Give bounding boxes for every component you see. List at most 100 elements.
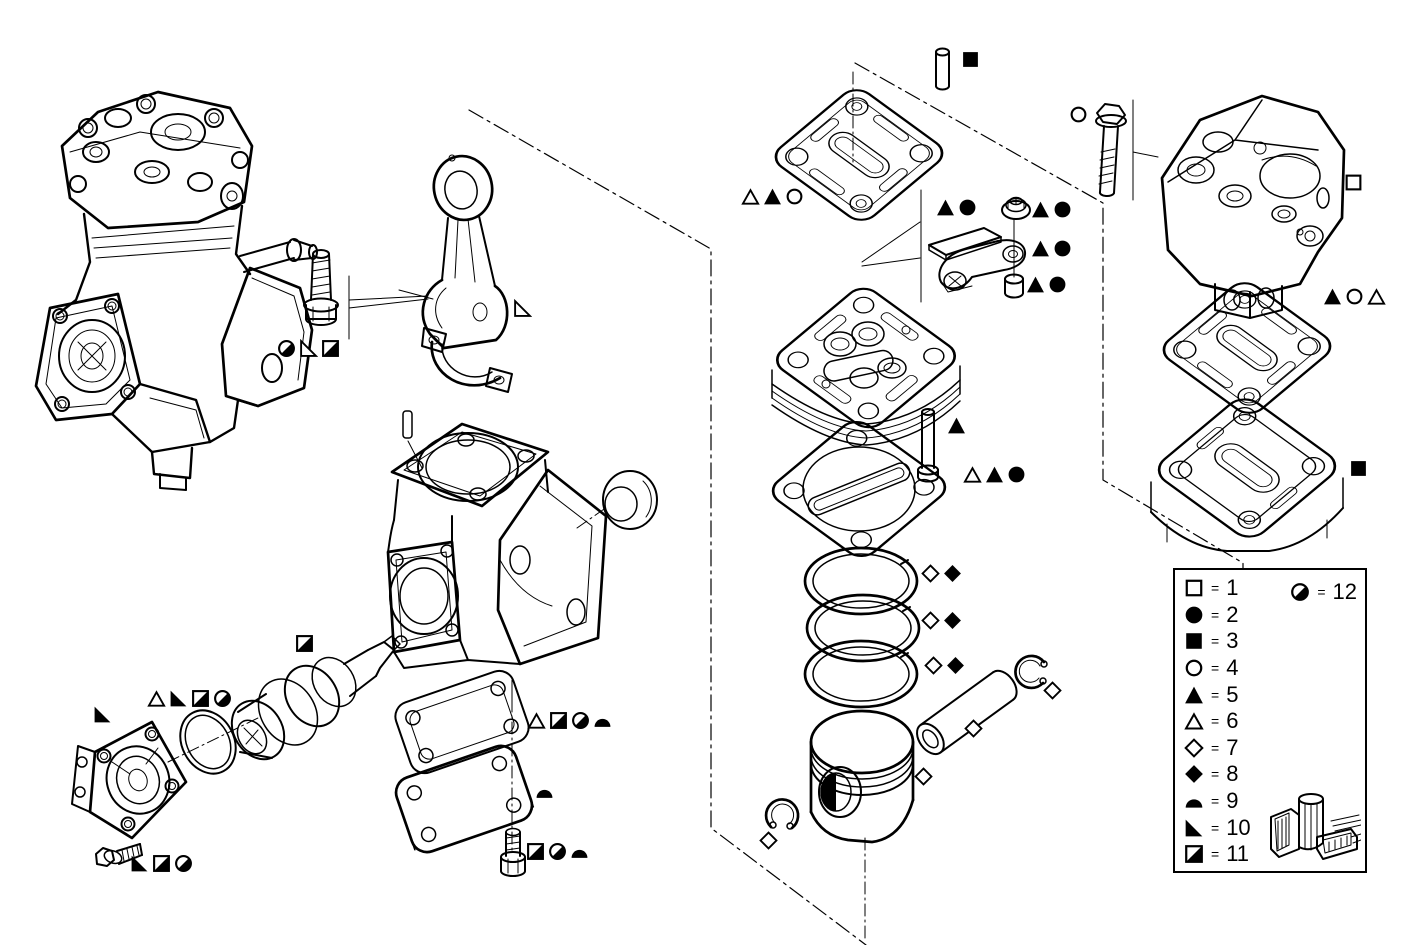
variant-symbols-head-gasket xyxy=(741,187,804,206)
legend-number: 8 xyxy=(1226,761,1239,787)
base-gasket xyxy=(394,669,530,775)
variant-symbols-base-plate-bolt xyxy=(526,842,589,861)
variant-symbols-cover-bolt xyxy=(130,854,193,873)
triangle-outline-icon xyxy=(1184,711,1204,731)
diamond-outline-icon xyxy=(964,719,983,738)
compressor-assembly xyxy=(34,90,318,491)
square-filled-icon xyxy=(1184,631,1204,651)
variant-symbols-crankshaft xyxy=(295,634,314,653)
variant-symbols-piston-ring-bottom xyxy=(924,656,965,675)
circle-filled-icon xyxy=(1053,200,1072,219)
variant-symbols-spacer-bushing xyxy=(1026,275,1067,294)
legend-row: =5 xyxy=(1184,681,1365,708)
circle-half-filled-icon xyxy=(277,339,296,358)
circle-filled-icon xyxy=(1184,605,1204,625)
legend-number: 12 xyxy=(1332,579,1357,605)
legend-number: 1 xyxy=(1226,575,1239,601)
piston-ring-bottom xyxy=(803,639,919,709)
spacer-bushing xyxy=(1004,273,1024,299)
legend-row: =4 xyxy=(1184,655,1365,682)
triangle-filled-icon xyxy=(1026,275,1045,294)
legend-number: 10 xyxy=(1226,814,1251,840)
triangle-outline-icon xyxy=(147,689,166,708)
piston-pin xyxy=(916,669,1018,756)
o-ring xyxy=(179,709,237,775)
cylinder-head xyxy=(1160,94,1346,319)
variant-symbols-piston-ring-top xyxy=(921,564,962,583)
legend-equals: = xyxy=(1211,606,1220,623)
legend-number: 4 xyxy=(1226,655,1239,681)
legend-equals: = xyxy=(1211,766,1220,783)
variant-symbols-head-screw xyxy=(1069,105,1088,124)
diamond-outline-icon xyxy=(759,831,778,850)
legend-rows: =1=2=3=4=5=6=7=8=9=10=11 xyxy=(1184,575,1365,868)
diamond-filled-icon xyxy=(943,611,962,630)
legend-row: =1 xyxy=(1184,575,1365,602)
legend-number: 6 xyxy=(1226,708,1239,734)
square-lower-half-filled-icon xyxy=(191,689,210,708)
diamond-filled-icon xyxy=(943,564,962,583)
legend-equals: = xyxy=(1211,633,1220,650)
legend-number: 11 xyxy=(1226,841,1250,867)
diamond-outline-icon xyxy=(921,564,940,583)
compressor-pictogram-icon xyxy=(1270,793,1361,860)
triangle-outline-icon xyxy=(963,465,982,484)
triangle-filled-icon xyxy=(1323,287,1342,306)
triangle-outline-icon xyxy=(527,711,546,730)
dowel-pin-top xyxy=(935,47,950,91)
reed-valve xyxy=(928,227,1002,261)
dowel-pin-left xyxy=(402,410,423,469)
diamond-outline-icon xyxy=(921,611,940,630)
circle-half-filled-icon xyxy=(213,689,232,708)
head-gasket-right xyxy=(1162,282,1332,414)
legend-side-row: = 12 xyxy=(1290,579,1357,606)
lower-left-triangle-outline-icon xyxy=(513,299,532,318)
circle-filled-icon xyxy=(1053,239,1072,258)
triangle-filled-icon xyxy=(1031,239,1050,258)
half-disc-filled-icon xyxy=(535,782,554,801)
base-plate-bolt xyxy=(500,827,526,877)
variant-symbols-cylinder-head xyxy=(1344,173,1363,192)
variant-symbols-dowel-pin-top xyxy=(961,50,980,69)
square-outline-icon xyxy=(1184,578,1204,598)
legend-row: = 12 xyxy=(1290,579,1357,606)
valve-lever xyxy=(938,239,1027,293)
variant-symbols-valve-pin xyxy=(947,416,966,435)
diamond-filled-icon xyxy=(1184,764,1204,784)
legend-number: 2 xyxy=(1226,601,1239,627)
half-disc-filled-icon xyxy=(570,842,589,861)
valve-pin xyxy=(917,408,939,483)
legend-number: 7 xyxy=(1226,734,1239,760)
variant-symbols-connecting-rod-cap xyxy=(513,299,532,318)
triangle-filled-icon xyxy=(936,198,955,217)
mounting-bolt xyxy=(303,249,339,326)
lock-nut xyxy=(1001,196,1031,220)
variant-symbols-base-plate xyxy=(535,782,554,801)
square-lower-half-filled-icon xyxy=(526,842,545,861)
bearing-cap xyxy=(421,327,513,393)
circlip-right xyxy=(1014,654,1048,690)
triangle-filled-icon xyxy=(1184,685,1204,705)
triangle-outline-icon xyxy=(741,187,760,206)
variant-symbols-head-cover xyxy=(1349,459,1368,478)
half-disc-filled-icon xyxy=(593,711,612,730)
circle-half-filled-icon xyxy=(174,854,193,873)
legend-box: =1=2=3=4=5=6=7=8=9=10=11 =12 xyxy=(1173,568,1367,873)
variant-symbols-base-gasket xyxy=(527,711,612,730)
head-cover xyxy=(1150,398,1344,552)
variant-symbols-piston xyxy=(914,767,933,786)
square-filled-icon xyxy=(1349,459,1368,478)
variant-symbols-mounting-bolt xyxy=(277,339,340,358)
bushing xyxy=(602,470,658,530)
lower-left-triangle-outline-icon xyxy=(299,339,318,358)
legend-equals: = xyxy=(1317,584,1326,601)
triangle-filled-icon xyxy=(985,465,1004,484)
triangle-filled-icon xyxy=(1031,200,1050,219)
variant-symbols-piston-pin xyxy=(964,719,983,738)
circle-filled-icon xyxy=(958,198,977,217)
lower-left-triangle-filled-icon xyxy=(130,854,149,873)
legend-equals: = xyxy=(1211,739,1220,756)
piston xyxy=(809,709,915,844)
